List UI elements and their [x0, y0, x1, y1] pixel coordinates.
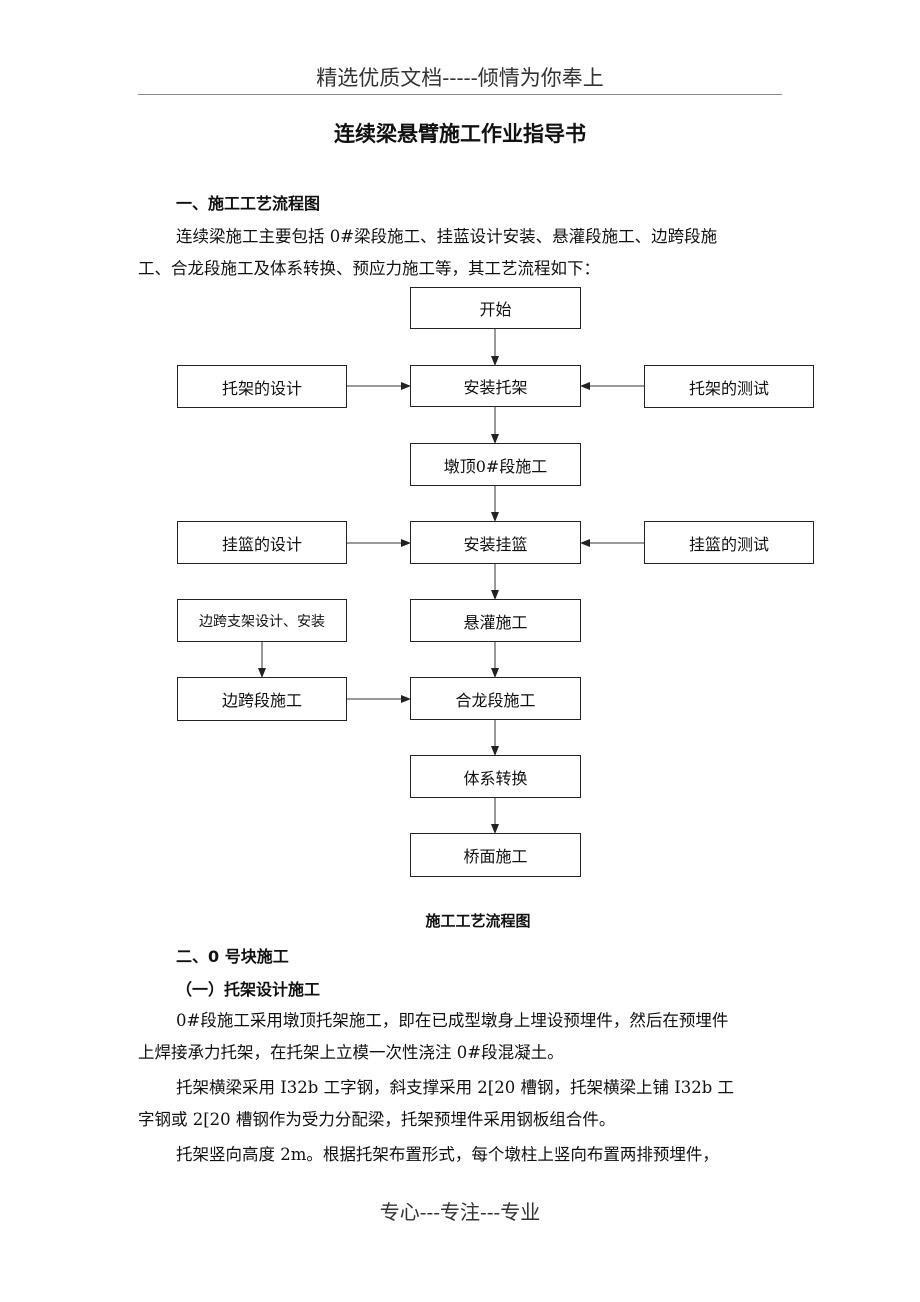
page-footer: 专心---专注---专业 [379, 1200, 541, 1224]
flow-box-closure: 合龙段施工 [410, 677, 581, 720]
flow-box-start: 开始 [410, 287, 581, 329]
intro-line-2: 工、合龙段施工及体系转换、预应力施工等，其工艺流程如下： [138, 259, 600, 278]
section-1-heading: 一、施工工艺流程图 [176, 194, 321, 213]
section-2-heading: 二、0 号块施工 [176, 947, 289, 966]
para-1-line-1: 0#段施工采用墩顶托架施工，即在已成型墩身上埋设预埋件，然后在预埋件 [176, 1011, 729, 1030]
para-2-line-2: 字钢或 2[20 槽钢作为受力分配梁，托架预埋件采用钢板组合件。 [138, 1110, 616, 1129]
section-2-subheading: （一）托架设计施工 [176, 980, 321, 999]
flow-box-install-basket: 安装挂篮 [410, 521, 581, 564]
flowchart-caption: 施工工艺流程图 [425, 912, 531, 930]
flow-box-basket-test: 挂篮的测试 [644, 521, 814, 564]
para-1-line-2: 上焊接承力托架，在托架上立模一次性浇注 0#段混凝土。 [138, 1043, 564, 1062]
flow-box-pier-top: 墩顶0#段施工 [410, 443, 581, 486]
flow-box-bracket-design: 托架的设计 [177, 365, 347, 408]
page-header: 精选优质文档-----倾情为你奉上 [316, 66, 604, 90]
flow-box-basket-design: 挂篮的设计 [177, 521, 347, 564]
flow-box-side-support: 边跨支架设计、安装 [177, 599, 347, 642]
para-2-line-1: 托架横梁采用 I32b 工字钢，斜支撑采用 2[20 槽钢，托架横梁上铺 I32… [176, 1078, 735, 1097]
header-divider [138, 94, 782, 95]
para-3-line-1: 托架竖向高度 2m。根据托架布置形式，每个墩柱上竖向布置两排预埋件， [176, 1145, 719, 1164]
flow-box-bracket-test: 托架的测试 [644, 365, 814, 408]
flow-box-deck: 桥面施工 [410, 833, 581, 877]
document-title: 连续梁悬臂施工作业指导书 [334, 122, 586, 146]
flow-box-side-span: 边跨段施工 [177, 677, 347, 721]
flow-box-system-conversion: 体系转换 [410, 755, 581, 798]
flow-box-cantilever-casting: 悬灌施工 [410, 599, 581, 642]
flow-box-install-bracket: 安装托架 [410, 365, 581, 407]
intro-line-1: 连续梁施工主要包括 0#梁段施工、挂蓝设计安装、悬灌段施工、边跨段施 [176, 227, 718, 246]
